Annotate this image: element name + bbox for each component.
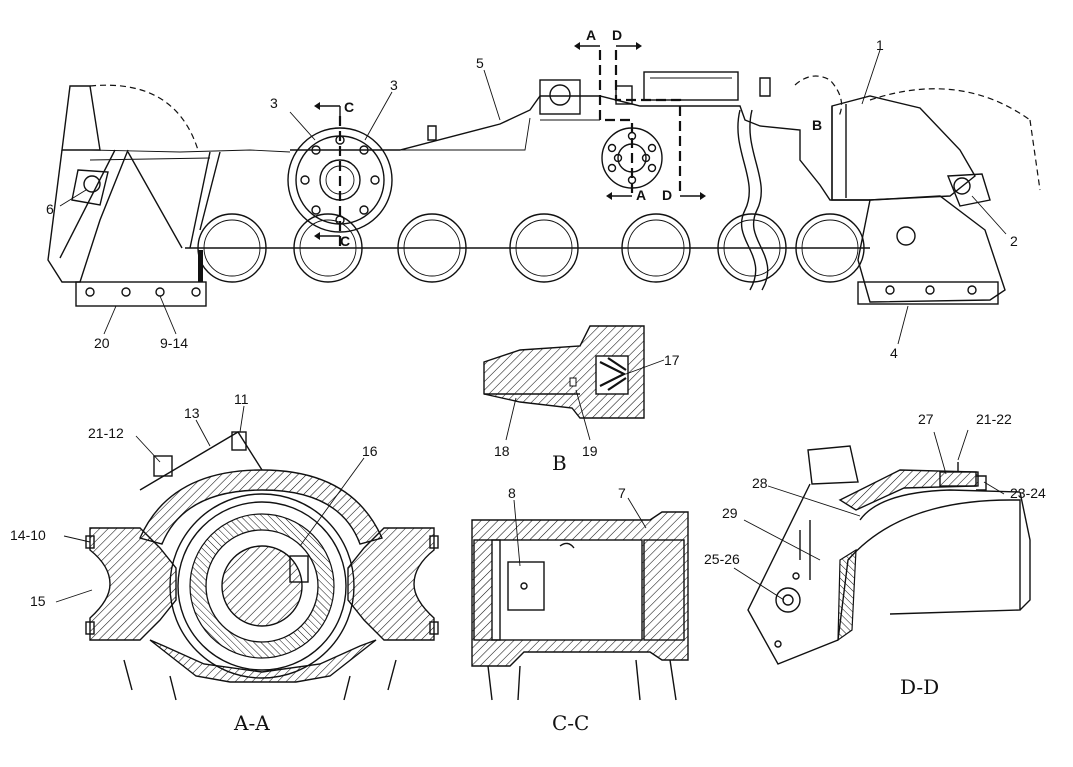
right-plate-bolts bbox=[885, 285, 977, 295]
section-line-a bbox=[598, 50, 634, 196]
caption-dd: D-D bbox=[900, 675, 939, 699]
label-17: 17 bbox=[664, 352, 680, 368]
label-11: 11 bbox=[234, 391, 249, 407]
left-plate-bolts bbox=[85, 287, 201, 297]
right-tension-housing bbox=[831, 95, 976, 201]
label-29: 29 bbox=[722, 505, 738, 521]
top-cap-left bbox=[539, 79, 581, 115]
label-7: 7 bbox=[618, 485, 626, 501]
label-25-26: 25-26 bbox=[704, 551, 740, 567]
view-captions: A-A B C-C D-D bbox=[233, 451, 939, 735]
left-front-frame bbox=[61, 85, 101, 151]
detail-b-circle bbox=[794, 75, 843, 119]
left-idler-outline bbox=[89, 84, 199, 151]
track-rollers bbox=[197, 213, 865, 283]
section-markers: A D A D C C B bbox=[340, 27, 822, 249]
left-adjust-bolt bbox=[83, 175, 101, 193]
label-16: 16 bbox=[362, 443, 378, 459]
dd-neck bbox=[807, 445, 859, 485]
marker-d-top: D bbox=[612, 27, 622, 43]
right-idler-outline bbox=[869, 88, 1031, 121]
label-9-14: 9-14 bbox=[160, 335, 188, 351]
marker-c-top: C bbox=[344, 99, 354, 115]
right-bottom-plate bbox=[857, 281, 999, 305]
break-line bbox=[737, 109, 757, 291]
marker-c-bottom: C bbox=[340, 233, 350, 249]
caption-aa: A-A bbox=[233, 711, 270, 735]
section-aa-view bbox=[55, 405, 439, 701]
label-13: 13 bbox=[184, 405, 200, 421]
label-5: 5 bbox=[476, 55, 484, 71]
left-bottom-plate bbox=[75, 281, 207, 307]
marker-d-bottom: D bbox=[662, 187, 672, 203]
label-14-10: 14-10 bbox=[10, 527, 46, 543]
label-4: 4 bbox=[890, 345, 898, 361]
label-3a: 3 bbox=[270, 95, 278, 111]
main-side-view bbox=[47, 42, 1041, 345]
marker-b-detail: B bbox=[812, 117, 822, 133]
section-dd-view bbox=[733, 429, 1031, 665]
leaders-main bbox=[59, 49, 1007, 345]
label-27: 27 bbox=[918, 411, 934, 427]
label-28: 28 bbox=[752, 475, 768, 491]
label-8: 8 bbox=[508, 485, 516, 501]
label-6: 6 bbox=[46, 201, 54, 217]
part-labels: 1 2 3 3 4 5 6 20 9-14 17 18 19 13 11 21-… bbox=[10, 37, 1046, 609]
label-23-24: 23-24 bbox=[1010, 485, 1046, 501]
label-3b: 3 bbox=[390, 77, 398, 93]
right-adjust-bolt bbox=[953, 177, 971, 195]
detail-b-view bbox=[483, 325, 665, 441]
label-21-22: 21-22 bbox=[976, 411, 1012, 427]
caption-cc: C-C bbox=[552, 711, 589, 735]
section-cc-view bbox=[471, 497, 689, 701]
label-1: 1 bbox=[876, 37, 884, 53]
label-18: 18 bbox=[494, 443, 510, 459]
label-21-12: 21-12 bbox=[88, 425, 124, 441]
caption-b: B bbox=[552, 451, 567, 475]
marker-a-bottom: A bbox=[636, 187, 646, 203]
label-20: 20 bbox=[94, 335, 110, 351]
marker-a-top: A bbox=[586, 27, 596, 43]
left-frame-lower bbox=[47, 149, 129, 283]
label-15: 15 bbox=[30, 593, 46, 609]
label-19: 19 bbox=[582, 443, 598, 459]
label-2: 2 bbox=[1010, 233, 1018, 249]
top-plate bbox=[643, 71, 739, 101]
